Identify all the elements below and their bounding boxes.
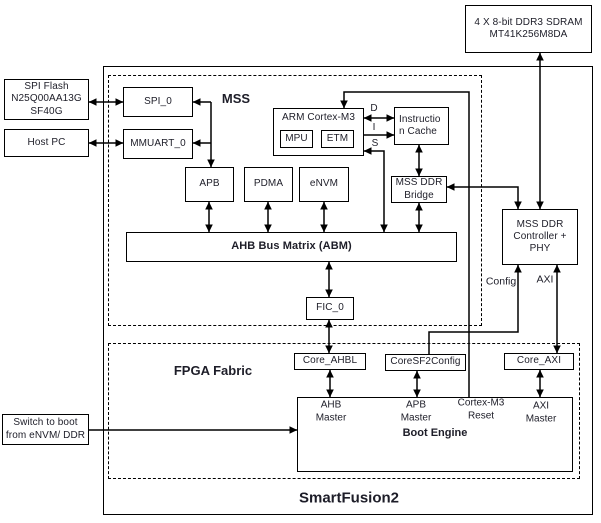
coresf2config-box: CoreSF2Config <box>385 354 466 371</box>
axi-master-label-line-0: AXI <box>532 400 550 412</box>
mss-ddr-bridge-text-0: MSS DDR <box>395 177 443 189</box>
ahb-master-label-line-0: AHB <box>320 399 342 411</box>
instruction-cache-text-0: Instructio <box>399 113 441 125</box>
switch-to-boot-text-0: Switch to boot <box>13 417 78 429</box>
boot-engine-label: Boot Engine <box>402 427 468 440</box>
fic-0-box: FIC_0 <box>306 297 354 320</box>
mss-ddr-controller-text-2: PHY <box>529 243 551 255</box>
axi-master-label-line-1: Master <box>525 413 557 424</box>
mmuart-0-box: MMUART_0 <box>123 129 193 159</box>
smartfusion2-label: SmartFusion2 <box>298 489 400 507</box>
cortex-m3-reset-label-line-0: Cortex-M3 <box>457 397 505 409</box>
config-label: Config <box>485 275 517 288</box>
ddr3-sdram-text-1: MT41K256M8DA <box>489 29 568 40</box>
d-label: D <box>370 102 378 114</box>
apb-master-label-line-1: Master <box>400 412 432 423</box>
smartfusion2-boundary <box>103 66 593 515</box>
i-label: I <box>372 121 376 133</box>
spi-flash-text-2: SF40G <box>30 105 63 117</box>
coresf2config-text-0: CoreSF2Config <box>390 356 461 368</box>
switch-to-boot-text-1: from eNVM/ DDR <box>5 429 86 441</box>
fic-0-text-0: FIC_0 <box>316 302 344 314</box>
ahb-master-label-line-1: Master <box>315 412 347 423</box>
core-axi-text-0: Core_AXI <box>516 355 562 367</box>
ahb-bus-matrix-text-0: AHB Bus Matrix (ABM) <box>231 240 352 253</box>
mss-label: MSS <box>221 90 251 106</box>
apb-master-label-line-0: APB <box>405 399 426 411</box>
mss-ddr-controller-text-1: Controller + <box>513 230 567 242</box>
host-pc-box: Host PC <box>4 129 89 157</box>
core-ahbl-text-0: Core_AHBL <box>302 355 358 367</box>
mpu-text-0: MPU <box>285 132 308 144</box>
spi-0-box: SPI_0 <box>123 87 193 117</box>
fpga-fabric-label: FPGA Fabric <box>173 362 253 378</box>
mss-ddr-bridge-text-1: Bridge <box>404 189 434 201</box>
ahb-bus-matrix-box: AHB Bus Matrix (ABM) <box>126 232 457 262</box>
s-label: S <box>371 137 379 149</box>
boot-engine-box <box>297 397 573 472</box>
spi-0-text-0: SPI_0 <box>144 95 172 107</box>
mpu-box: MPU <box>280 130 313 148</box>
etm-text-0: ETM <box>326 132 349 144</box>
envm-text-0: eNVM <box>309 178 339 190</box>
spi-flash-text-1: N25Q00AA13G <box>11 93 82 105</box>
cortex-m3-reset-label-line-1: Reset <box>467 410 495 421</box>
core-axi-box: Core_AXI <box>504 353 574 370</box>
host-pc-text-0: Host PC <box>27 136 66 148</box>
core-ahbl-box: Core_AHBL <box>294 353 366 370</box>
ddr3-sdram-text-0: 4 X 8-bit DDR3 SDRAM <box>474 16 583 28</box>
etm-box: ETM <box>321 130 354 148</box>
envm-box: eNVM <box>299 167 349 202</box>
apb-box: APB <box>185 167 234 202</box>
pdma-text-0: PDMA <box>253 178 284 190</box>
spi-flash-text-0: SPI Flash <box>24 81 69 93</box>
pdma-box: PDMA <box>244 167 293 202</box>
mss-ddr-controller-text-0: MSS DDR <box>516 218 564 230</box>
axi-label: AXI <box>536 273 554 286</box>
mmuart-0-text-0: MMUART_0 <box>130 137 186 149</box>
instruction-cache-text-1: n Cache <box>399 126 437 137</box>
apb-text-0: APB <box>199 178 220 190</box>
arm-cortex-m3-text-0: ARM Cortex-M3 <box>282 112 355 123</box>
